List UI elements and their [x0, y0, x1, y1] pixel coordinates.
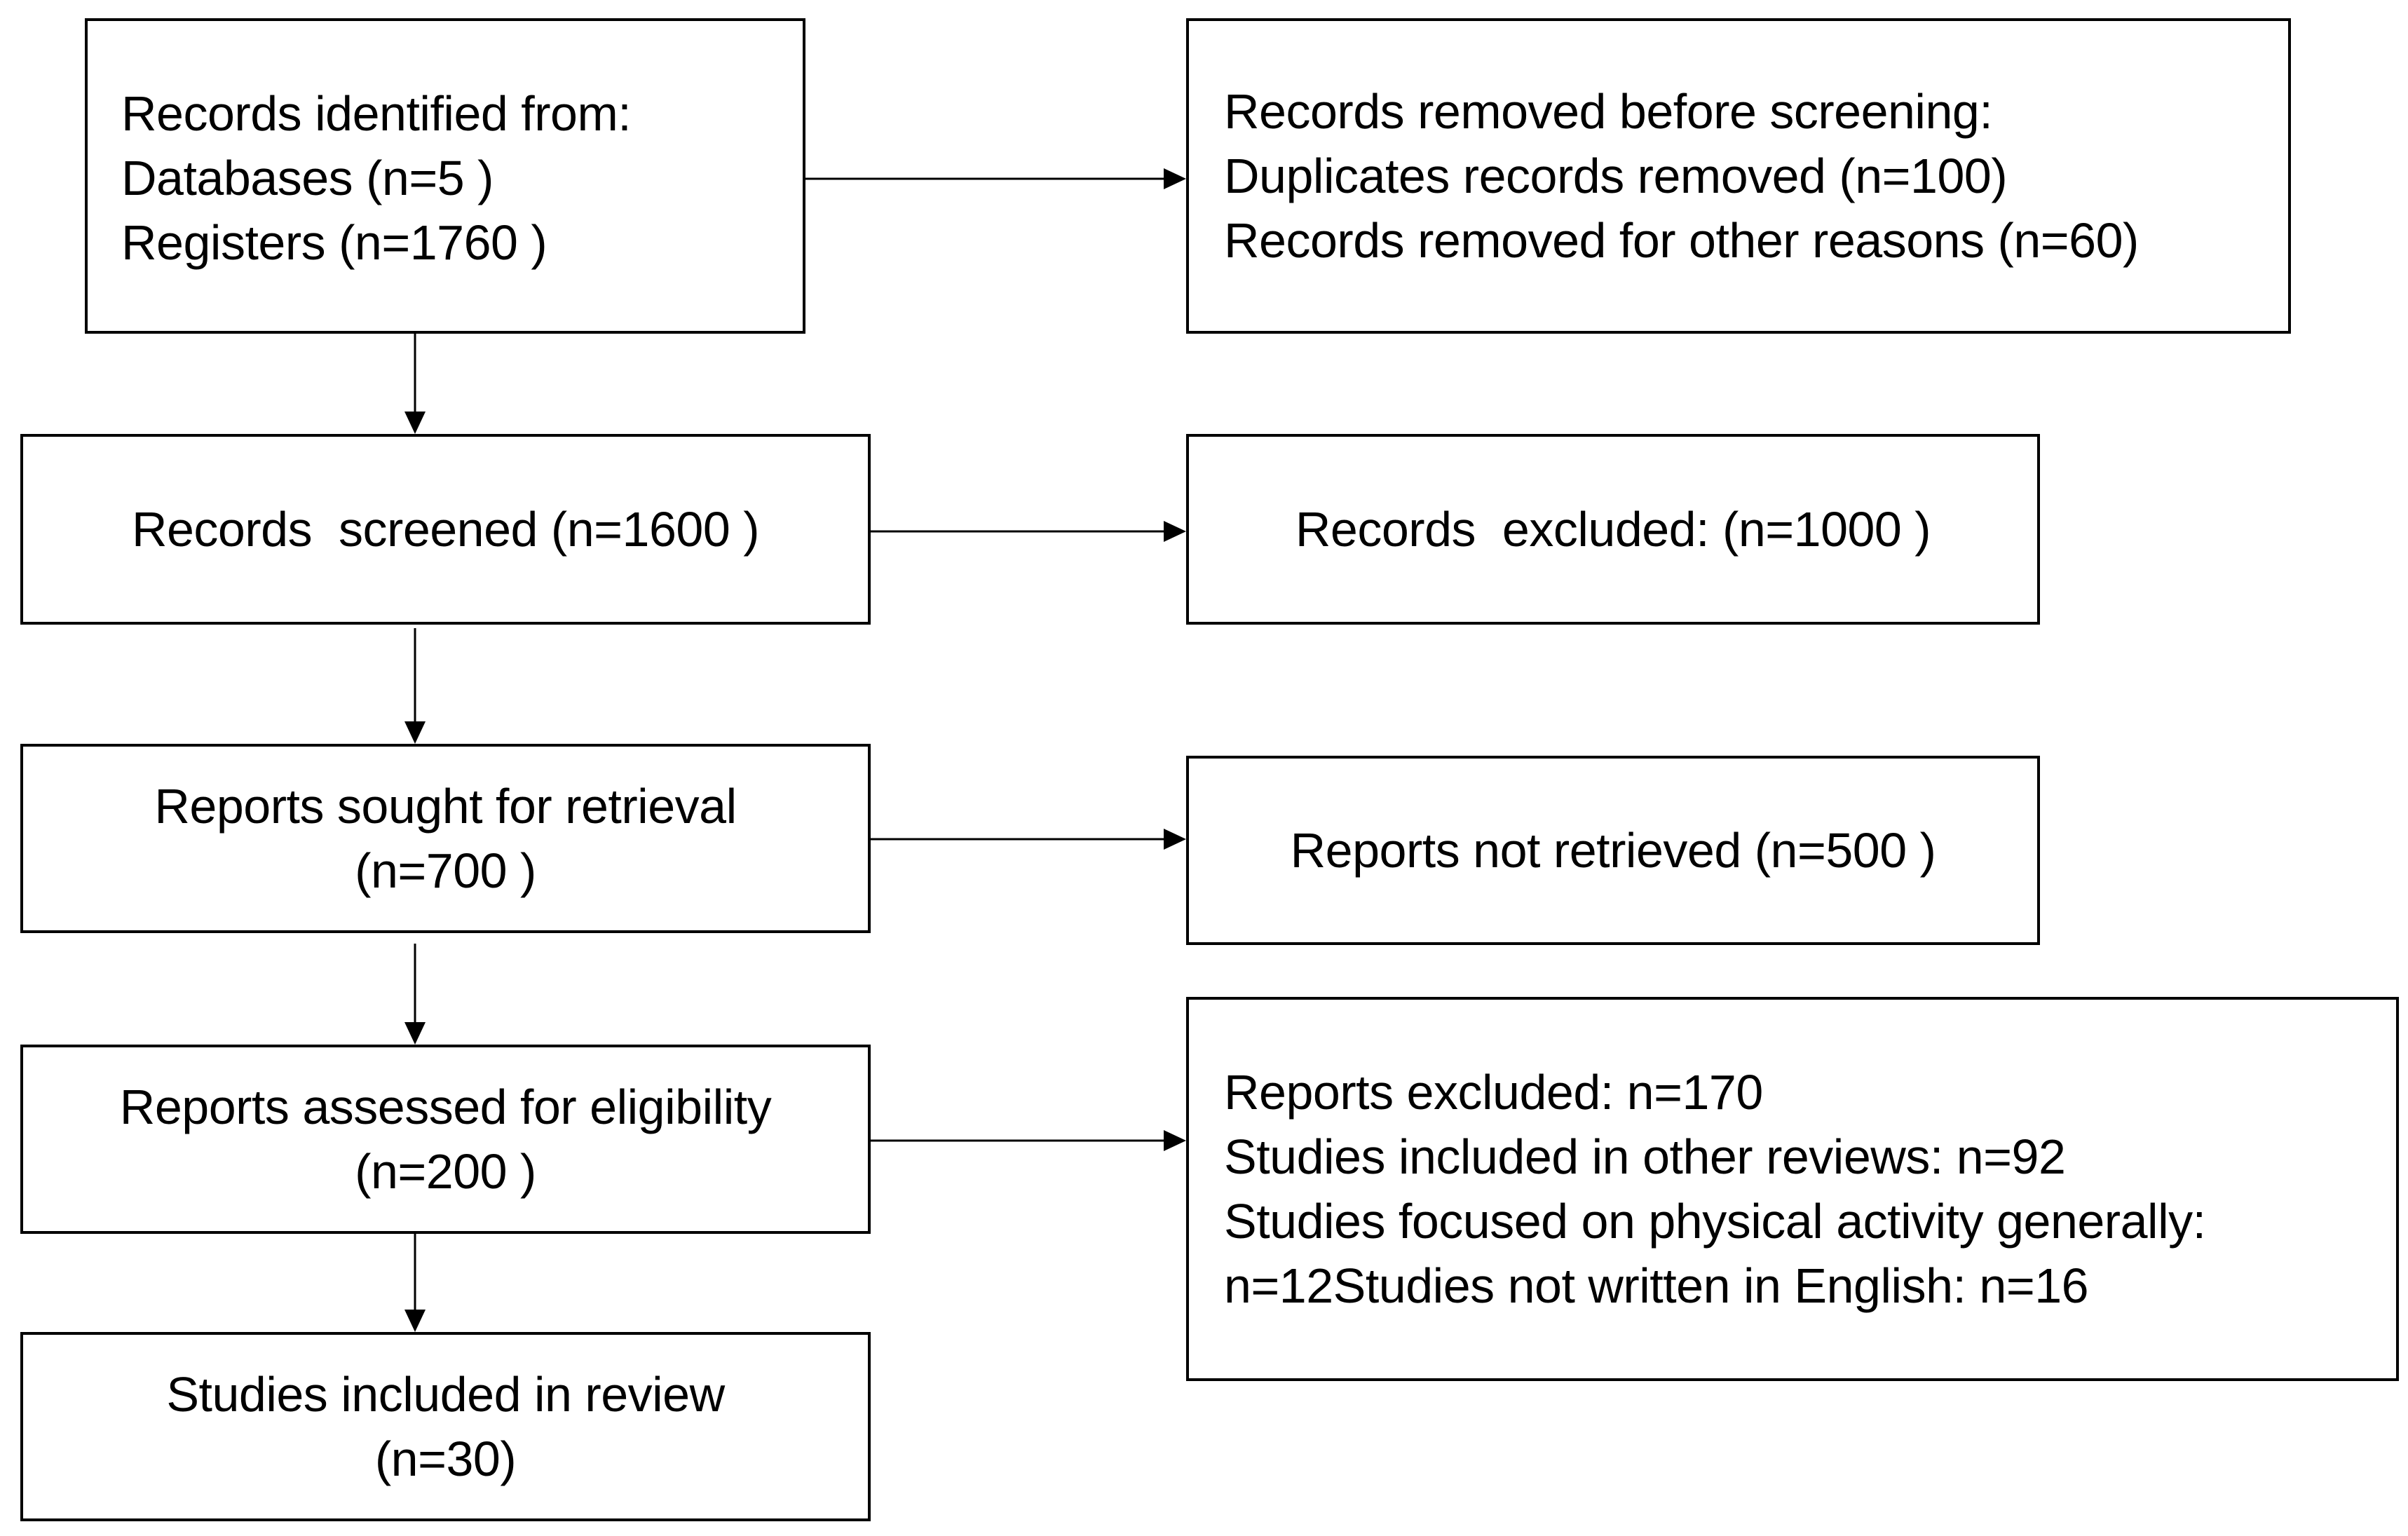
records-screened-box: Records screened (n=1600 ) — [20, 434, 871, 625]
removed-line-2: Duplicates records removed (n=100) — [1224, 149, 2008, 203]
assessed-line-2: (n=200 ) — [355, 1144, 536, 1199]
screened-line-1: Records screened (n=1600 ) — [131, 502, 760, 557]
reports-excluded-line-2: Studies included in other reviews: n=92 — [1224, 1129, 2066, 1184]
not-retrieved-line-1: Reports not retrieved (n=500 ) — [1290, 823, 1936, 878]
arrowhead-right-3 — [1164, 829, 1186, 850]
reports-excluded-box: Reports excluded: n=170 Studies included… — [1186, 997, 2399, 1381]
included-line-2: (n=30) — [374, 1432, 517, 1486]
identification-box: Records identified from: Databases (n=5 … — [85, 18, 805, 334]
identification-line-1: Records identified from: — [121, 86, 632, 141]
arrowhead-right-1 — [1164, 168, 1186, 189]
assessed-line-1: Reports assessed for eligibility — [119, 1080, 772, 1134]
removed-before-screening-box: Records removed before screening: Duplic… — [1186, 18, 2291, 334]
arrowhead-down-2 — [404, 721, 426, 744]
sought-line-2: (n=700 ) — [355, 843, 536, 898]
reports-sought-box: Reports sought for retrieval (n=700 ) — [20, 744, 871, 933]
removed-line-1: Records removed before screening: — [1224, 84, 1993, 139]
records-excluded-box: Records excluded: (n=1000 ) — [1186, 434, 2040, 625]
reports-assessed-box: Reports assessed for eligibility (n=200 … — [20, 1045, 871, 1234]
arrowhead-down-1 — [404, 412, 426, 434]
excluded-line-1: Records excluded: (n=1000 ) — [1295, 502, 1931, 557]
sought-line-1: Reports sought for retrieval — [154, 779, 737, 834]
reports-not-retrieved-box: Reports not retrieved (n=500 ) — [1186, 756, 2040, 945]
arrowhead-right-2 — [1164, 521, 1186, 542]
reports-excluded-line-4: n=12Studies not written in English: n=16 — [1224, 1258, 2089, 1313]
reports-excluded-line-3: Studies focused on physical activity gen… — [1224, 1194, 2206, 1249]
removed-line-3: Records removed for other reasons (n=60) — [1224, 213, 2139, 268]
identification-line-2: Databases (n=5 ) — [121, 151, 494, 205]
studies-included-box: Studies included in review (n=30) — [20, 1332, 871, 1521]
included-line-1: Studies included in review — [166, 1367, 725, 1422]
arrowhead-right-4 — [1164, 1130, 1186, 1151]
identification-line-3: Registers (n=1760 ) — [121, 215, 547, 270]
arrowhead-down-4 — [404, 1310, 426, 1332]
reports-excluded-line-1: Reports excluded: n=170 — [1224, 1065, 1763, 1120]
arrowhead-down-3 — [404, 1022, 426, 1045]
